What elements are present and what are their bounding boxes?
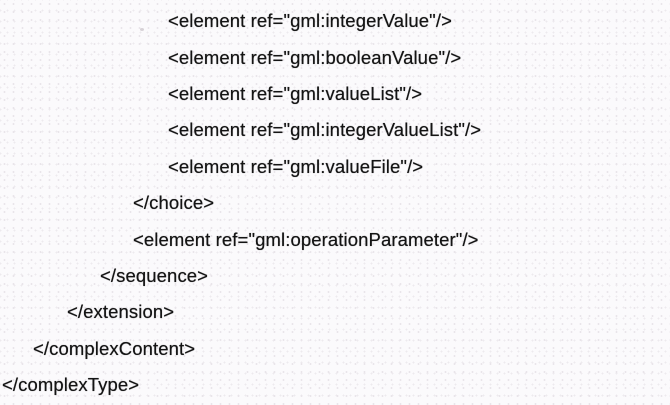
- code-line: </choice>: [133, 192, 215, 214]
- code-line: <element ref="gml:integerValueList"/>: [168, 119, 482, 141]
- code-line: </extension>: [67, 301, 175, 323]
- code-line: <element ref="gml:operationParameter"/>: [133, 228, 479, 250]
- code-line: </complexType>: [2, 374, 140, 396]
- code-line: </complexContent>: [33, 337, 196, 359]
- xml-code-block: <element ref="gml:integerValue"/> <eleme…: [1, 3, 669, 403]
- scan-speckle: [140, 28, 144, 31]
- code-line: </sequence>: [100, 264, 209, 286]
- code-line: <element ref="gml:valueList"/>: [168, 82, 423, 104]
- code-line: <element ref="gml:integerValue"/>: [168, 10, 452, 32]
- code-line: <element ref="gml:booleanValue"/>: [168, 46, 462, 68]
- code-line: <element ref="gml:valueFile"/>: [168, 155, 424, 177]
